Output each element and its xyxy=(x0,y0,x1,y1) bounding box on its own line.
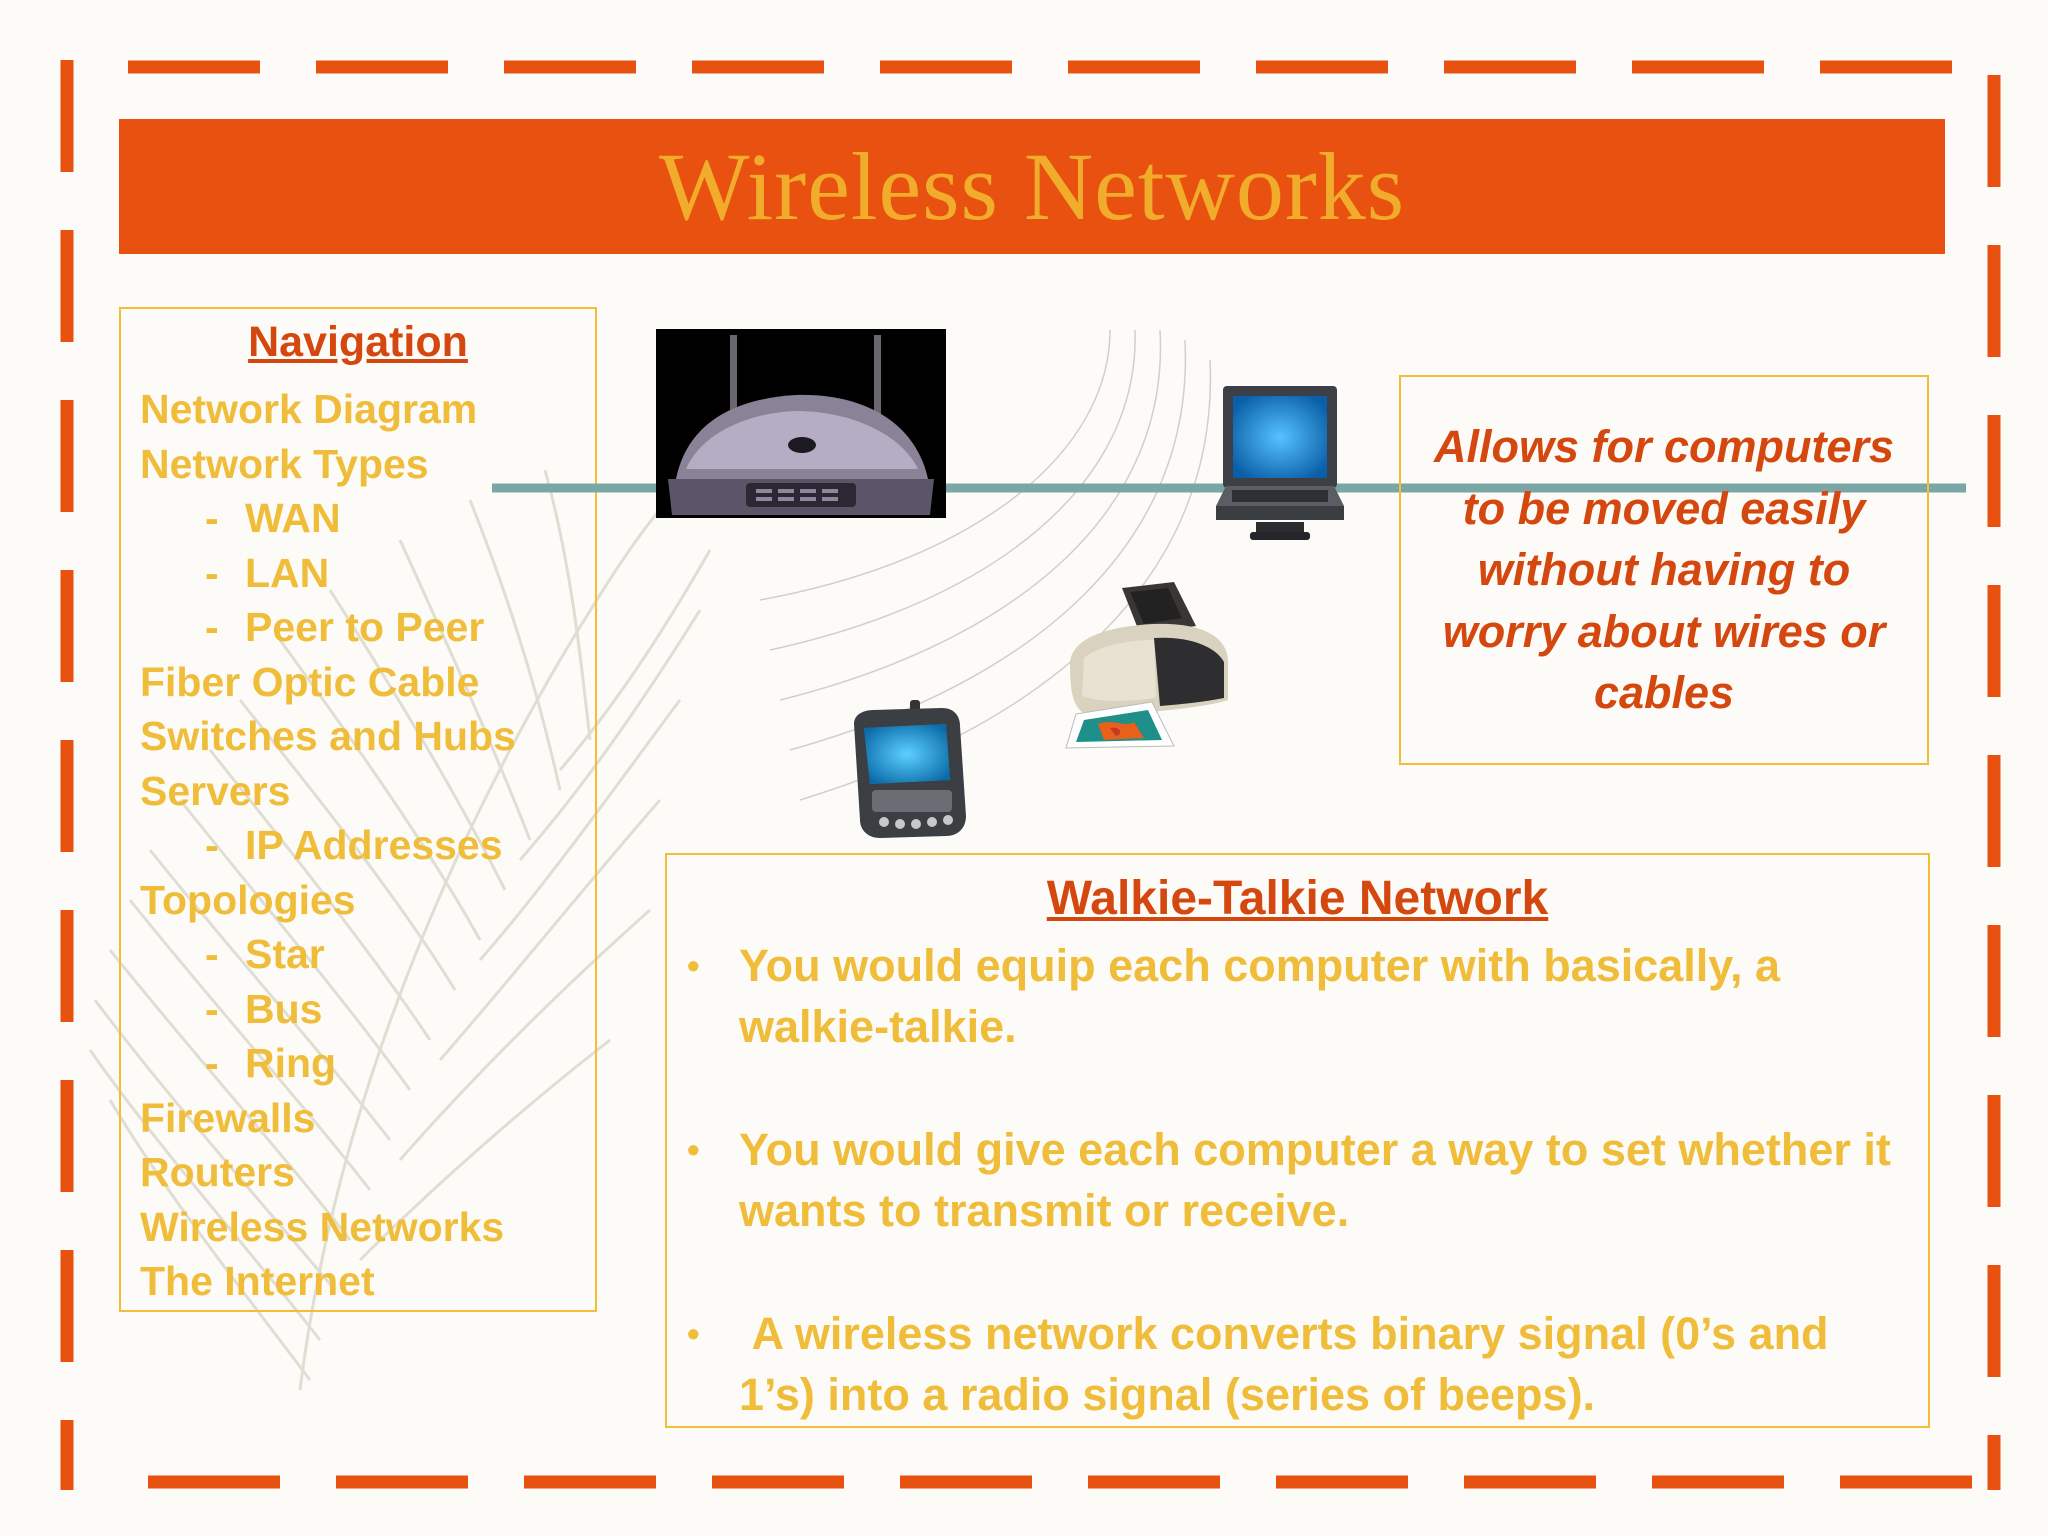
nav-link[interactable]: Routers xyxy=(140,1145,516,1200)
walkie-talkie-heading: Walkie-Talkie Network xyxy=(1046,872,1549,925)
nav-link[interactable]: -Bus xyxy=(140,982,516,1037)
nav-link[interactable]: -IP Addresses xyxy=(140,818,516,873)
bullet-item: • You would give each computer a way to … xyxy=(687,1119,1907,1241)
nav-link-label: Switches and Hubs xyxy=(140,713,516,759)
nav-link-label: Star xyxy=(245,931,325,977)
bullet-text: You would give each computer a way to se… xyxy=(739,1124,1891,1236)
nav-dash: - xyxy=(205,604,219,650)
nav-link[interactable]: Fiber Optic Cable xyxy=(140,655,516,710)
bullet-dot-icon: • xyxy=(687,1313,700,1354)
fact-text: Allows for computers to be moved easily … xyxy=(1433,421,1895,719)
nav-link-label: IP Addresses xyxy=(245,822,503,868)
nav-link-label: Routers xyxy=(140,1149,295,1195)
nav-link-label: WAN xyxy=(245,495,341,541)
nav-link[interactable]: -Peer to Peer xyxy=(140,600,516,655)
nav-dash: - xyxy=(205,822,219,868)
bullet-text: You would equip each computer with basic… xyxy=(739,940,1781,1052)
nav-dash: - xyxy=(205,985,219,1032)
nav-link[interactable]: Wireless Networks xyxy=(140,1200,516,1255)
nav-link[interactable]: Firewalls xyxy=(140,1091,516,1146)
pda-icon xyxy=(854,700,966,838)
nav-dash: - xyxy=(205,1040,219,1086)
nav-link[interactable]: Topologies xyxy=(140,873,516,928)
nav-link-label: Servers xyxy=(140,767,291,814)
nav-dash: - xyxy=(205,495,219,541)
navigation-panel xyxy=(119,307,597,1312)
nav-link[interactable]: The Internet xyxy=(140,1254,516,1309)
nav-link-label: Bus xyxy=(245,985,323,1032)
nav-dash: - xyxy=(205,931,219,977)
nav-link[interactable]: Servers xyxy=(140,764,516,819)
title-bar: Wireless Networks xyxy=(119,119,1945,254)
nav-link-label: Wireless Networks xyxy=(140,1203,505,1250)
printer-icon xyxy=(1065,582,1228,749)
navigation-heading: Navigation xyxy=(248,318,468,366)
nav-link-label: Fiber Optic Cable xyxy=(140,658,480,705)
bullet-item: • You would equip each computer with bas… xyxy=(687,935,1907,1057)
nav-link-label: Firewalls xyxy=(140,1094,316,1141)
slide-title: Wireless Networks xyxy=(658,132,1406,240)
bullet-dot-icon: • xyxy=(687,1129,700,1170)
nav-link-label: Peer to Peer xyxy=(245,604,485,650)
nav-link[interactable]: -WAN xyxy=(140,491,516,546)
nav-link[interactable]: -Ring xyxy=(140,1036,516,1091)
nav-link-label: Topologies xyxy=(140,876,356,923)
nav-link[interactable]: -LAN xyxy=(140,546,516,601)
nav-link-label: Network Diagram xyxy=(140,386,478,432)
bullet-text: A wireless network converts binary signa… xyxy=(739,1308,1842,1420)
nav-link-label: Network Types xyxy=(140,440,429,487)
nav-link-label: The Internet xyxy=(140,1258,375,1304)
bullet-dot-icon: • xyxy=(687,945,700,986)
nav-link[interactable]: Switches and Hubs xyxy=(140,709,516,764)
nav-dash: - xyxy=(205,549,219,596)
nav-link-label: LAN xyxy=(245,549,330,596)
fact-box: Allows for computers to be moved easily … xyxy=(1399,375,1929,765)
nav-link[interactable]: Network Types xyxy=(140,437,516,492)
walkie-talkie-panel: Walkie-Talkie Network • You would equip … xyxy=(665,853,1930,1428)
wireless-router-icon xyxy=(656,329,946,518)
bullet-item: • A wireless network converts binary sig… xyxy=(687,1303,1907,1425)
laptop-icon xyxy=(1216,386,1344,540)
nav-link[interactable]: -Star xyxy=(140,927,516,982)
nav-link[interactable]: Network Diagram xyxy=(140,382,516,437)
nav-link-label: Ring xyxy=(245,1040,337,1086)
